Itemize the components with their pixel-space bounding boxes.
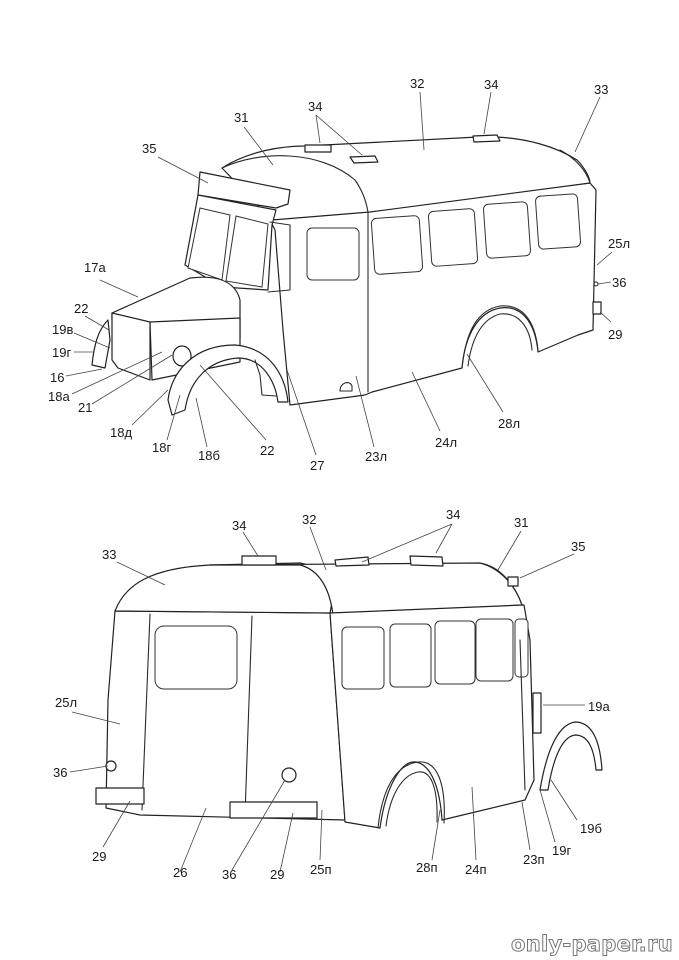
- part-labels-top: 31 34 32 34 33 35 17а 22 19в 19г 16 18а …: [48, 76, 630, 473]
- inner-fender: [254, 359, 277, 397]
- label-21: 21: [78, 400, 92, 415]
- roof-vent-34c: [472, 134, 501, 143]
- fender-bracket-19a: [532, 692, 542, 734]
- label-19g: 19г: [552, 843, 571, 858]
- label-35: 35: [142, 141, 156, 156]
- roof-vent-34a: [241, 555, 277, 566]
- label-36: 36: [53, 765, 67, 780]
- label-18g: 18г: [152, 440, 171, 455]
- side-window-4: [483, 201, 531, 259]
- rear-bumper-29-left: [95, 787, 145, 805]
- cab-door: [267, 221, 291, 293]
- rear-wheel-arch-inner: [385, 771, 438, 827]
- front-fender-19b: [539, 721, 603, 791]
- side-window-1: [341, 626, 385, 690]
- side-window-3: [434, 620, 476, 685]
- label-19g: 19г: [52, 345, 71, 360]
- front-fender-18b: [167, 344, 289, 416]
- label-29: 29: [270, 867, 284, 882]
- roof-front-31: [479, 562, 523, 606]
- label-24l: 24л: [435, 435, 457, 450]
- label-31: 31: [514, 515, 528, 530]
- rear-wheel-arch-inner: [467, 313, 533, 367]
- side-window-1: [306, 227, 360, 281]
- label-33: 33: [594, 82, 608, 97]
- label-19b: 19б: [580, 821, 602, 836]
- roof-vent-34b: [349, 155, 379, 164]
- label-33: 33: [102, 547, 116, 562]
- label-19v: 19в: [52, 322, 73, 337]
- side-window-3: [428, 208, 479, 267]
- label-27: 27: [310, 458, 324, 473]
- side-window-5: [535, 193, 581, 250]
- bus-rear-right-view: 33 34 32 34 31 35 25л 36 29 26 36 29 25п…: [53, 507, 610, 882]
- label-32: 32: [302, 512, 316, 527]
- roof-vent-34c: [409, 555, 444, 567]
- side-window-2: [389, 623, 432, 688]
- label-25p: 25п: [310, 862, 332, 877]
- label-31: 31: [234, 110, 248, 125]
- label-25l: 25л: [608, 236, 630, 251]
- watermark: only-paper.ru: [510, 932, 673, 957]
- label-29: 29: [608, 327, 622, 342]
- roof-rear-33: [114, 562, 334, 614]
- headlight-21: [172, 345, 192, 367]
- rear-wheel-arch-28p: [377, 761, 445, 829]
- rear-lamp-36-right: [281, 767, 297, 783]
- rear-door-left-edge: [141, 613, 151, 811]
- part-labels-bottom: 33 34 32 34 31 35 25л 36 29 26 36 29 25п…: [53, 507, 610, 882]
- roof-rear-33: [559, 149, 591, 184]
- label-19a: 19а: [588, 699, 610, 714]
- label-34: 34: [484, 77, 498, 92]
- rear-wheel-arch-28l: [461, 305, 539, 369]
- rear-lamp-36: [593, 281, 599, 287]
- label-29: 29: [92, 849, 106, 864]
- label-18a: 18а: [48, 389, 70, 404]
- label-36: 36: [222, 867, 236, 882]
- side-window-2: [370, 215, 424, 275]
- hood-side: [149, 317, 241, 381]
- label-23l: 23л: [365, 449, 387, 464]
- label-35: 35: [571, 539, 585, 554]
- sun-visor-35: [507, 576, 519, 587]
- leader-lines-top: [65, 91, 613, 456]
- label-23p: 23п: [523, 852, 545, 867]
- bus-front-left-view: 31 34 32 34 33 35 17а 22 19в 19г 16 18а …: [48, 76, 630, 473]
- roof-vent-34b: [334, 556, 370, 567]
- label-36: 36: [612, 275, 626, 290]
- rear-bumper-29-right: [229, 801, 318, 819]
- label-28p: 28п: [416, 860, 438, 875]
- roof-front-31: [221, 155, 369, 213]
- leader-lines-bottom: [69, 523, 585, 873]
- grille-16: [111, 312, 151, 381]
- label-34: 34: [308, 99, 322, 114]
- cab-seam-23p: [519, 639, 526, 791]
- label-18d: 18д: [110, 425, 132, 440]
- label-17a: 17а: [84, 260, 106, 275]
- rear-door-right-edge: [244, 615, 253, 816]
- label-22: 22: [260, 443, 274, 458]
- rear-bumper-stub-29: [592, 301, 602, 315]
- label-16: 16: [50, 370, 64, 385]
- label-32: 32: [410, 76, 424, 91]
- label-18b: 18б: [198, 448, 220, 463]
- label-34: 34: [232, 518, 246, 533]
- windshield-right: [225, 215, 269, 288]
- side-window-5: [514, 618, 529, 678]
- label-34: 34: [446, 507, 460, 522]
- roof-32: [221, 136, 591, 221]
- label-26: 26: [173, 865, 187, 880]
- side-window-4: [475, 618, 514, 682]
- label-28l: 28л: [498, 416, 520, 431]
- rear-door-window: [154, 625, 238, 690]
- label-25l: 25л: [55, 695, 77, 710]
- roof-vent-34a: [304, 144, 332, 153]
- label-22: 22: [74, 301, 88, 316]
- label-24p: 24п: [465, 862, 487, 877]
- fuel-cap: [339, 382, 353, 392]
- sun-visor-35: [197, 171, 291, 209]
